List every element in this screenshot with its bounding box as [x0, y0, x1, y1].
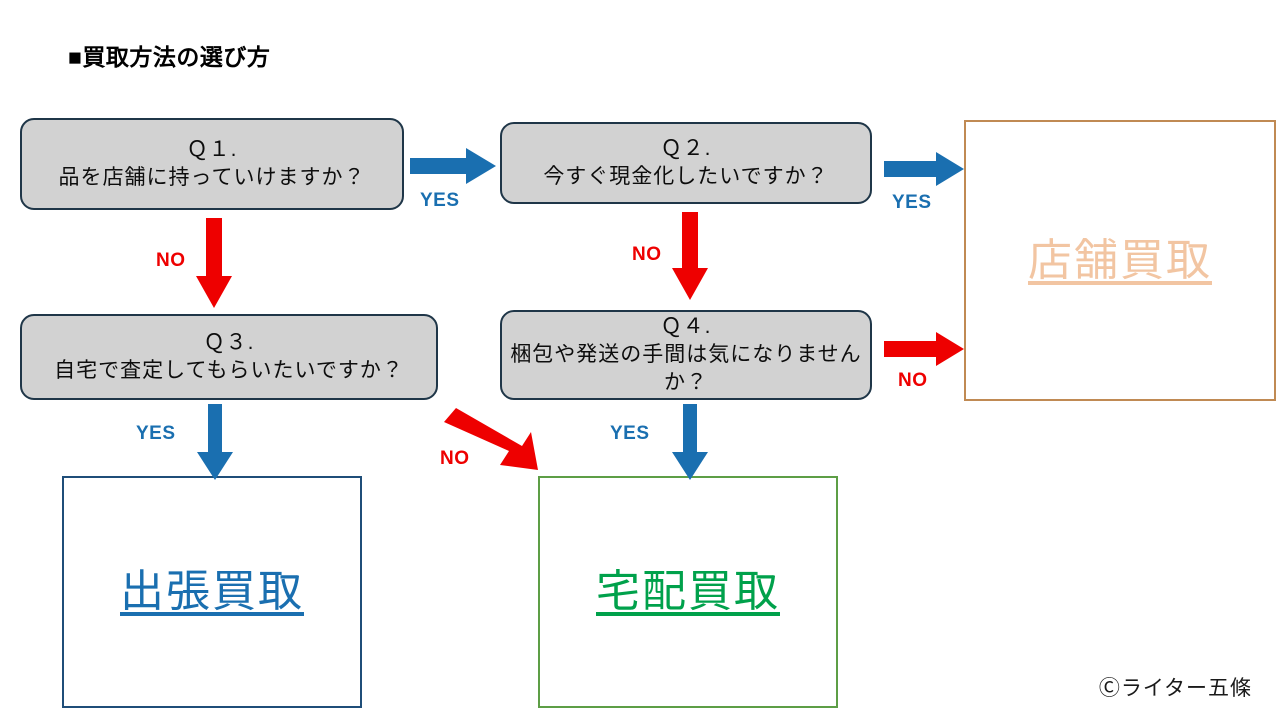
arrow-label-q2-no: NO: [632, 244, 662, 265]
arrow-label-q4-no: NO: [898, 370, 928, 391]
question-number-q4: Ｑ４.: [660, 315, 712, 339]
question-number-q1: Ｑ１.: [186, 138, 238, 162]
outcome-box-delivery[interactable]: 宅配買取: [538, 476, 838, 708]
outcome-label-store: 店舗買取: [1028, 235, 1212, 285]
question-number-q2: Ｑ２.: [660, 137, 712, 161]
arrow-label-q1-yes: YES: [420, 190, 460, 211]
question-box-q4[interactable]: Ｑ４. 梱包や発送の手間は気になりませんか？: [500, 310, 872, 400]
question-box-q3[interactable]: Ｑ３. 自宅で査定してもらいたいですか？: [20, 314, 438, 400]
arrow-label-q1-no: NO: [156, 250, 186, 271]
arrow-label-q2-yes: YES: [892, 192, 932, 213]
question-number-q3: Ｑ３.: [203, 331, 255, 355]
question-text-q2: 今すぐ現金化したいですか？: [543, 165, 829, 188]
outcome-label-delivery: 宅配買取: [596, 567, 780, 616]
arrow-q1-yes-right-icon: [410, 148, 496, 189]
copyright-notice: Ⓒライター五條: [1098, 677, 1252, 700]
question-text-q3: 自宅で査定してもらいたいですか？: [54, 359, 404, 382]
question-text-q4: 梱包や発送の手間は気になりませんか？: [510, 343, 862, 394]
arrow-q3-yes-down-icon: [197, 404, 233, 485]
question-text-q1: 品を店舗に持っていけますか？: [58, 166, 366, 189]
arrow-label-q3-yes: YES: [136, 423, 176, 444]
question-box-q2[interactable]: Ｑ２. 今すぐ現金化したいですか？: [500, 122, 872, 204]
arrow-q3-no-diagonal-icon: [438, 408, 548, 479]
arrow-q4-no-right-icon: [884, 332, 964, 371]
arrow-label-q3-no: NO: [440, 448, 470, 469]
arrow-q2-yes-right-icon: [884, 152, 964, 191]
outcome-box-visit[interactable]: 出張買取: [62, 476, 362, 708]
arrow-q2-no-down-icon: [672, 212, 708, 305]
outcome-box-store[interactable]: 店舗買取: [964, 120, 1276, 401]
arrow-q4-yes-down-icon: [672, 404, 708, 485]
outcome-label-visit: 出張買取: [120, 567, 304, 616]
arrow-q1-no-down-icon: [196, 218, 232, 313]
question-box-q1[interactable]: Ｑ１. 品を店舗に持っていけますか？: [20, 118, 404, 210]
arrow-label-q4-yes: YES: [610, 423, 650, 444]
page-title: ■買取方法の選び方: [68, 44, 271, 70]
